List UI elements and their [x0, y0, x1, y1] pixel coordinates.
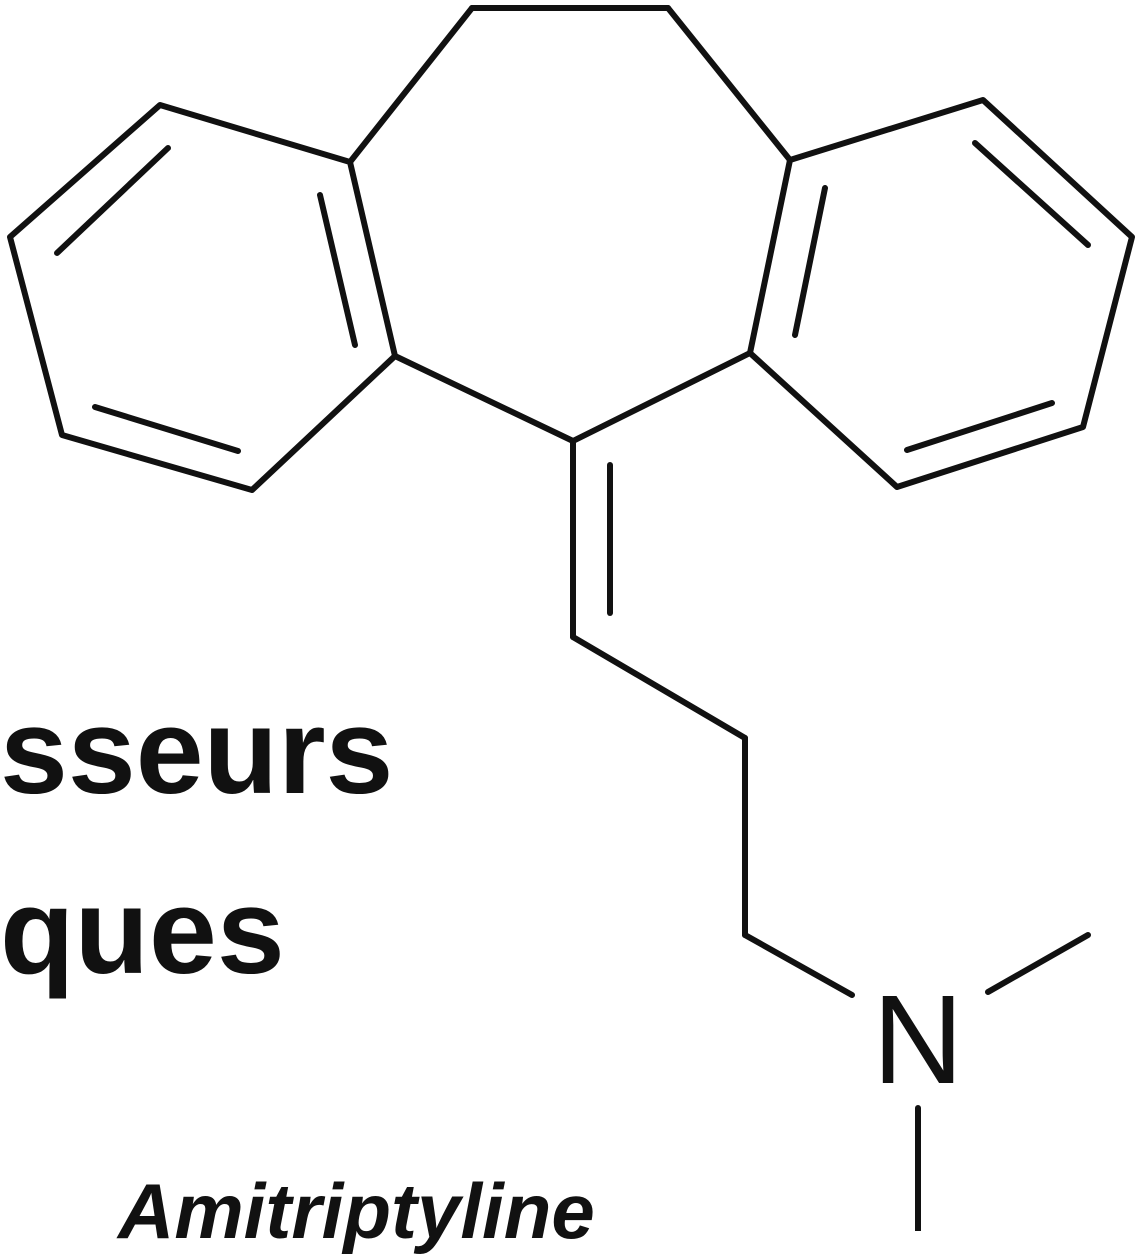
ring-right-benzene: [747, 97, 1135, 490]
bond-left-ring-inner-2: [54, 145, 171, 256]
bond-bridge-right: [665, 5, 793, 163]
bond-chain-1: [570, 634, 748, 741]
bond-right-ring-inner-3: [904, 400, 1055, 453]
bond-right-ring-inner-1: [792, 185, 828, 338]
bond-right-ring-inner-2: [972, 140, 1091, 248]
bond-left-ring-inner-3: [92, 404, 241, 454]
bond-right-ring-to-c5: [570, 350, 753, 444]
atom-label-nitrogen: N: [873, 969, 964, 1110]
ring-left-benzene: [7, 102, 398, 493]
bond-n-methyl-upper: [985, 932, 1091, 995]
bond-left-ring-inner-1: [317, 192, 358, 348]
title-line-1: sseurs: [0, 683, 394, 819]
bond-bridge-left: [347, 5, 475, 165]
bond-chain-3: [742, 932, 855, 998]
drug-name-label: Amitriptyline: [118, 1167, 595, 1255]
title-line-2: ques: [0, 863, 285, 999]
bond-left-ring-to-c5: [392, 353, 576, 444]
